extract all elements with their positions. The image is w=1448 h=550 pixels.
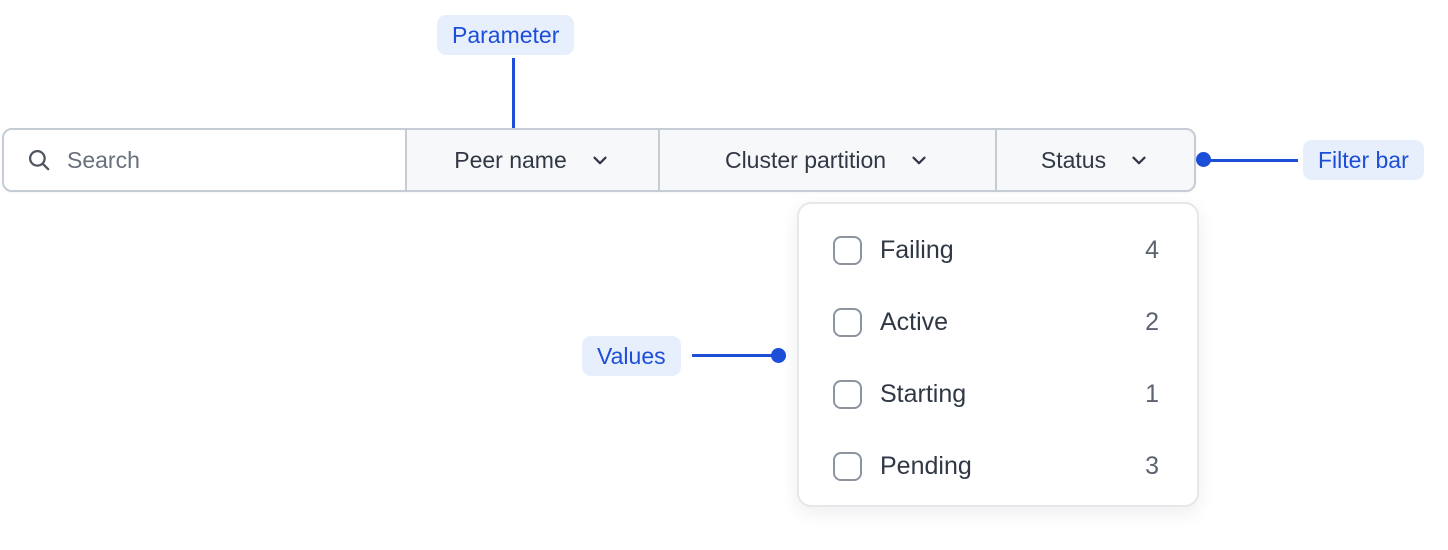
values-connector-line — [692, 353, 778, 357]
search-input[interactable] — [67, 146, 367, 174]
checkbox-active[interactable] — [833, 307, 862, 337]
option-count: 4 — [1145, 235, 1159, 264]
option-count: 3 — [1145, 451, 1159, 480]
dropdown-cluster-partition[interactable]: Cluster partition — [658, 130, 995, 190]
annotation-filter-bar-badge: Filter bar — [1303, 140, 1424, 180]
filter-bar: Peer name Cluster partition Status — [2, 128, 1196, 192]
option-label: Pending — [880, 451, 972, 480]
values-connector-dot — [771, 348, 786, 363]
status-dropdown-panel: Failing 4 Active 2 Starting 1 Pending 3 — [797, 202, 1199, 507]
status-option-active[interactable]: Active 2 — [833, 286, 1159, 358]
search-field[interactable] — [4, 130, 405, 190]
chevron-down-icon — [593, 156, 607, 165]
checkbox-pending[interactable] — [833, 451, 862, 481]
option-label: Starting — [880, 379, 967, 408]
parameter-connector-line — [512, 58, 515, 142]
dropdown-peer-name-label: Peer name — [454, 146, 567, 173]
checkbox-failing[interactable] — [833, 235, 862, 265]
chevron-down-icon — [912, 156, 926, 165]
search-icon — [28, 149, 50, 171]
status-option-starting[interactable]: Starting 1 — [833, 358, 1159, 430]
annotation-values-badge: Values — [582, 336, 681, 376]
dropdown-peer-name[interactable]: Peer name — [405, 130, 658, 190]
option-count: 2 — [1145, 307, 1159, 336]
filter-bar-connector-dot — [1196, 152, 1211, 167]
chevron-down-icon — [1132, 156, 1146, 165]
option-count: 1 — [1145, 379, 1159, 408]
status-option-pending[interactable]: Pending 3 — [833, 430, 1159, 502]
status-option-failing[interactable]: Failing 4 — [833, 214, 1159, 286]
dropdown-status-label: Status — [1040, 146, 1107, 173]
annotation-parameter-badge: Parameter — [437, 15, 575, 55]
dropdown-status[interactable]: Status — [995, 130, 1194, 190]
dropdown-cluster-partition-label: Cluster partition — [724, 146, 887, 173]
checkbox-starting[interactable] — [833, 379, 862, 409]
option-label: Active — [880, 307, 949, 336]
option-label: Failing — [880, 235, 954, 264]
filter-bar-connector-line — [1205, 158, 1298, 162]
